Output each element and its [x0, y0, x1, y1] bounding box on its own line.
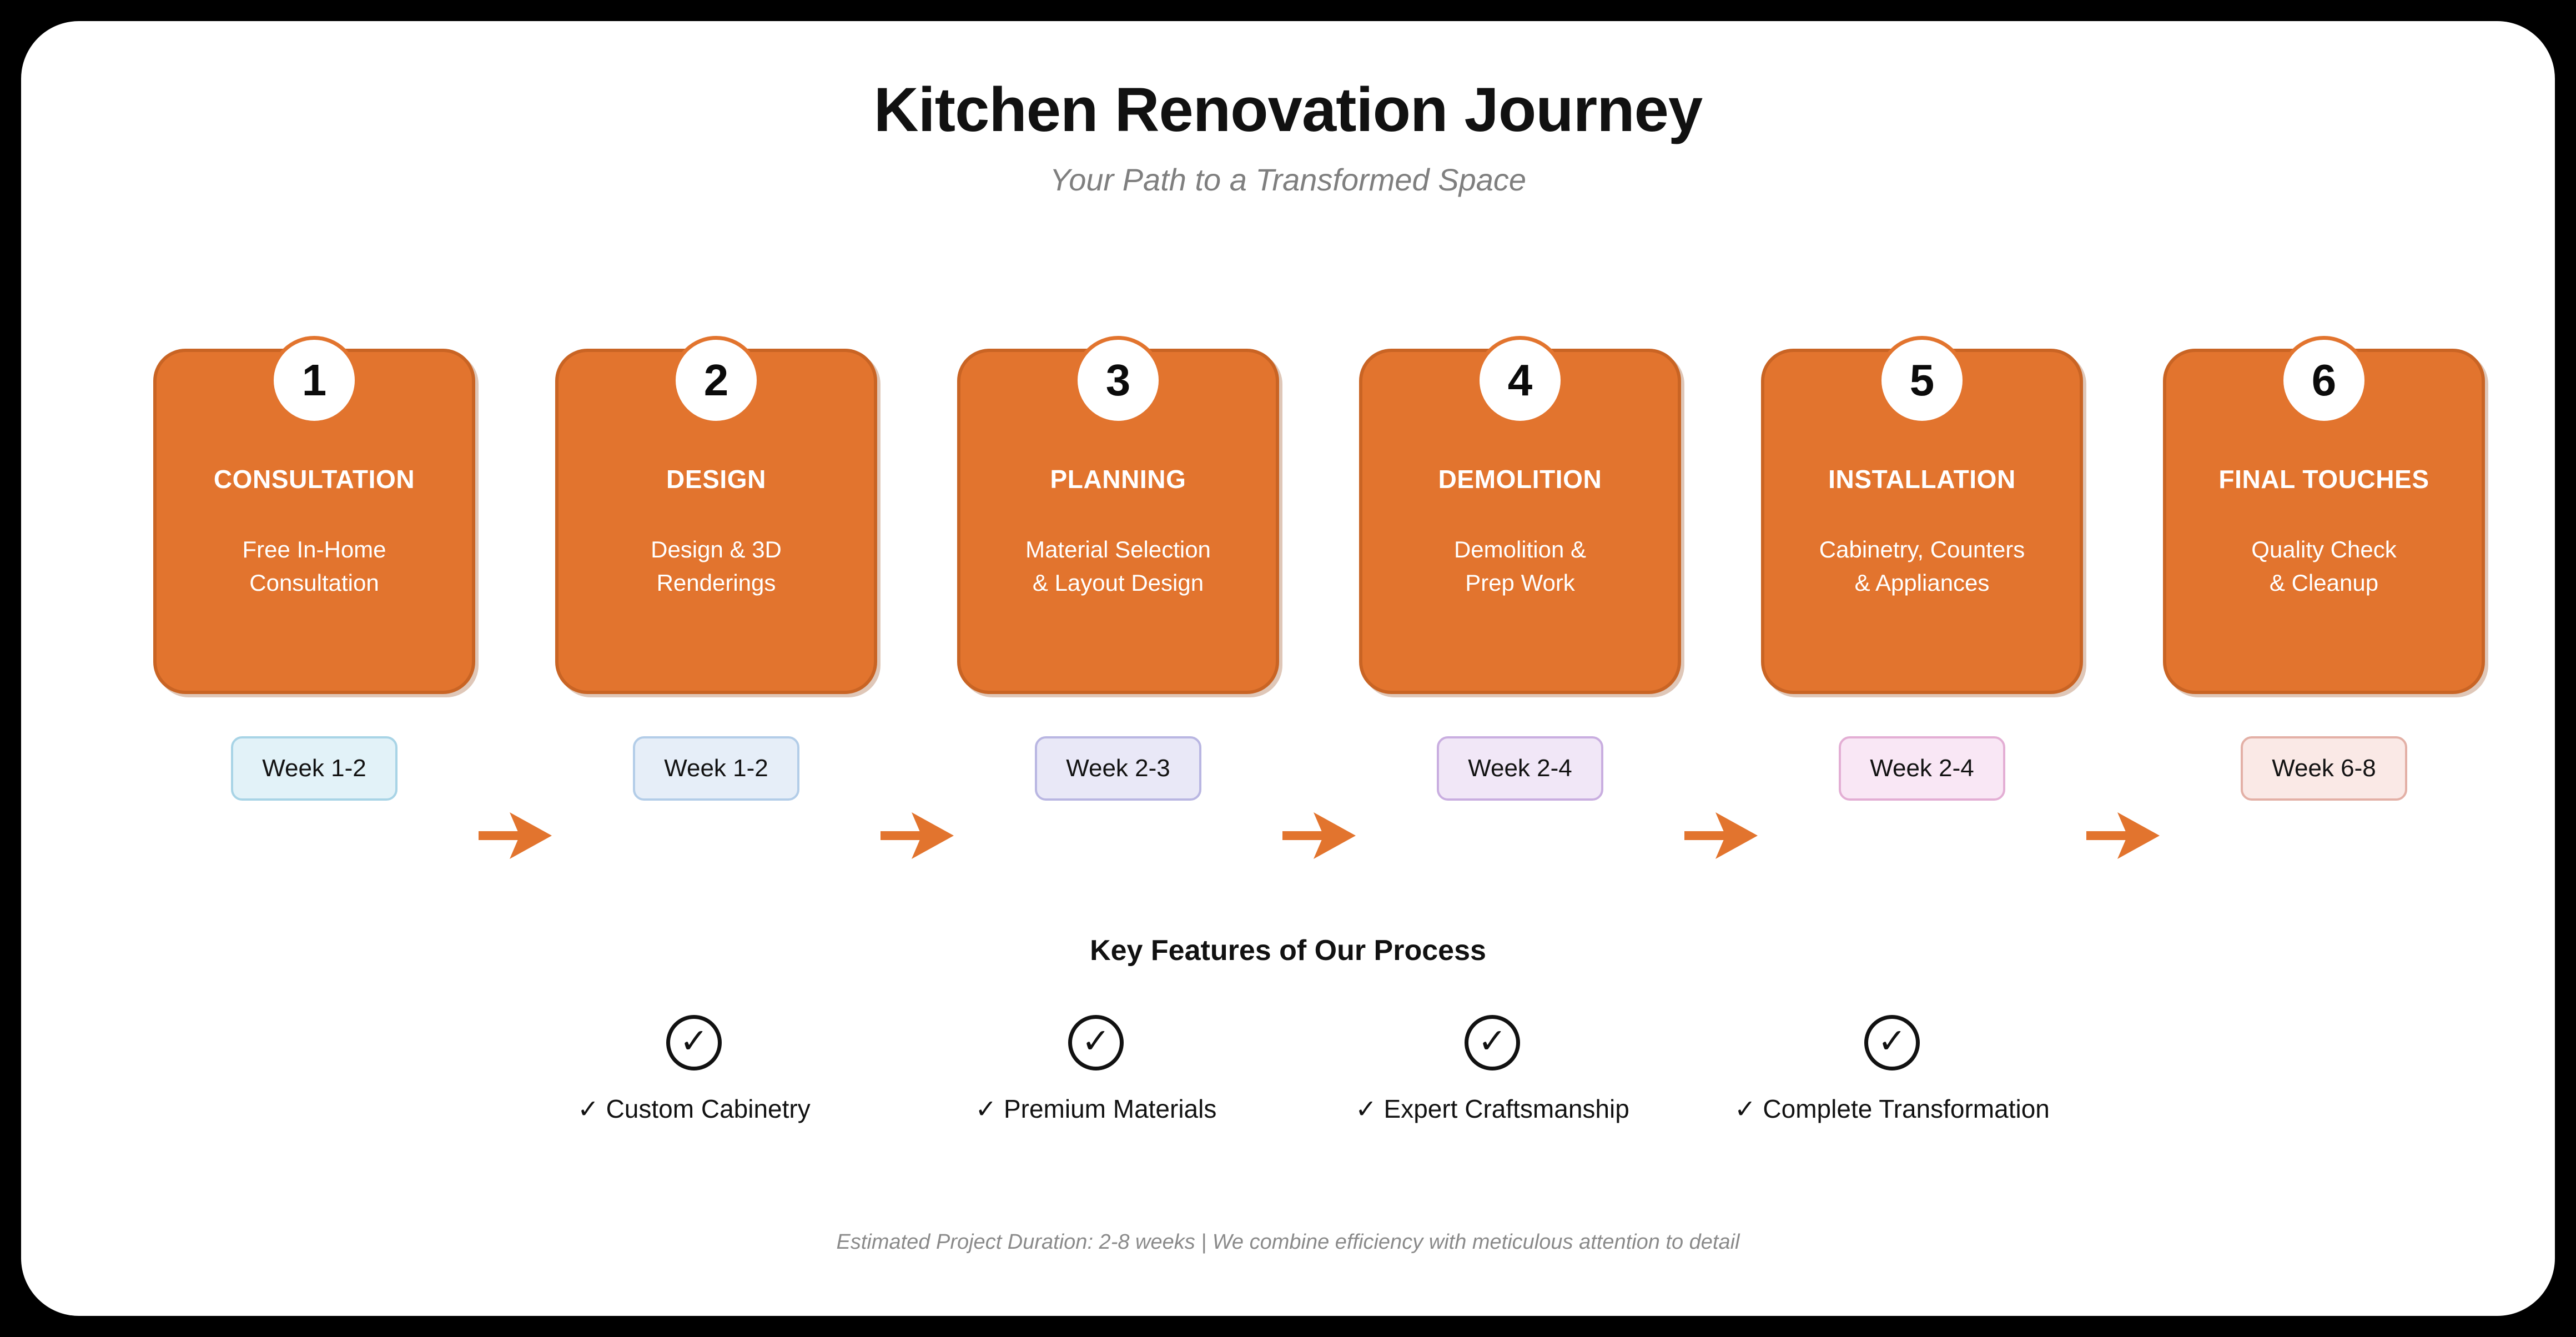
- feature-item: ✓ ✓ Expert Craftsmanship: [1320, 1015, 1664, 1124]
- feature-item: ✓ ✓ Custom Cabinetry: [522, 1015, 866, 1124]
- step-number: 5: [1909, 355, 1935, 405]
- check-glyph: ✓: [1081, 1022, 1110, 1060]
- check-circle-icon: ✓: [666, 1015, 722, 1070]
- step-connector-arrow-icon: [881, 807, 954, 864]
- step-number-badge: 6: [2280, 336, 2368, 425]
- step-number-badge: 3: [1074, 336, 1163, 425]
- step-description: Design & 3D Renderings: [651, 536, 782, 596]
- step-number: 4: [1507, 355, 1533, 405]
- infographic-canvas: Kitchen Renovation Journey Your Path to …: [21, 21, 2555, 1316]
- process-step-6[interactable]: FINAL TOUCHES Quality Check & Cleanup 6: [2163, 336, 2485, 694]
- step-number: 1: [301, 355, 327, 405]
- process-step-5[interactable]: INSTALLATION Cabinetry, Counters & Applia…: [1761, 336, 2083, 694]
- step-description: Cabinetry, Counters & Appliances: [1819, 536, 2025, 596]
- check-glyph: ✓: [1878, 1022, 1906, 1060]
- step-description: Free In-Home Consultation: [242, 536, 386, 596]
- step-number-badge: 1: [270, 336, 359, 425]
- step-number-badge: 5: [1878, 336, 1966, 425]
- step-description: Material Selection & Layout Design: [1025, 536, 1211, 596]
- step-title: CONSULTATION: [213, 465, 415, 494]
- step-title: DEMOLITION: [1438, 465, 1602, 494]
- process-step-1[interactable]: CONSULTATION Free In-Home Consultation 1: [153, 336, 475, 694]
- feature-item: ✓ ✓ Complete Transformation: [1720, 1015, 2064, 1124]
- features-list: ✓✓ Custom Cabinetry✓✓ Premium Materials✓…: [21, 1015, 2555, 1170]
- step-number: 6: [2311, 355, 2337, 405]
- step-title: DESIGN: [666, 465, 766, 494]
- week-badge-step-2: Week 1-2: [633, 736, 799, 801]
- step-number: 2: [703, 355, 729, 405]
- process-step-2[interactable]: DESIGN Design & 3D Renderings 2: [555, 336, 877, 694]
- features-heading: Key Features of Our Process: [1090, 934, 1486, 967]
- step-connector-arrow-icon: [479, 807, 552, 864]
- step-card: INSTALLATION Cabinetry, Counters & Applia…: [1761, 349, 2083, 694]
- feature-label: ✓ Custom Cabinetry: [577, 1094, 811, 1123]
- step-connector-arrow-icon: [2086, 807, 2160, 864]
- check-glyph: ✓: [1478, 1022, 1507, 1060]
- step-title: FINAL TOUCHES: [2218, 465, 2429, 494]
- week-badge-step-6: Week 6-8: [2241, 736, 2407, 801]
- feature-label: ✓ Premium Materials: [975, 1094, 1217, 1123]
- check-circle-icon: ✓: [1465, 1015, 1520, 1070]
- week-badge-step-4: Week 2-4: [1437, 736, 1603, 801]
- feature-item: ✓ ✓ Premium Materials: [924, 1015, 1268, 1124]
- check-glyph: ✓: [680, 1022, 708, 1060]
- step-number: 3: [1105, 355, 1131, 405]
- step-description: Quality Check & Cleanup: [2251, 536, 2397, 596]
- check-circle-icon: ✓: [1864, 1015, 1920, 1070]
- week-badge-step-1: Week 1-2: [231, 736, 398, 801]
- step-connector-arrow-icon: [1282, 807, 1356, 864]
- header: Kitchen Renovation Journey Your Path to …: [21, 76, 2555, 197]
- page-title: Kitchen Renovation Journey: [873, 75, 1703, 144]
- step-description: Demolition & Prep Work: [1453, 536, 1587, 596]
- step-connector-arrow-icon: [1684, 807, 1758, 864]
- step-title: PLANNING: [1050, 465, 1186, 494]
- check-circle-icon: ✓: [1068, 1015, 1124, 1070]
- week-badge-step-5: Week 2-4: [1839, 736, 2005, 801]
- step-card: DESIGN Design & 3D Renderings: [555, 349, 877, 694]
- step-title: INSTALLATION: [1828, 465, 2016, 494]
- feature-label: ✓ Expert Craftsmanship: [1355, 1094, 1629, 1123]
- process-step-4[interactable]: DEMOLITION Demolition & Prep Work 4: [1359, 336, 1681, 694]
- feature-label: ✓ Complete Transformation: [1734, 1094, 2050, 1123]
- process-step-3[interactable]: PLANNING Material Selection & Layout Desi…: [957, 336, 1279, 694]
- footer-note: Estimated Project Duration: 2-8 weeks | …: [836, 1230, 1740, 1254]
- week-badge-step-3: Week 2-3: [1035, 736, 1201, 801]
- week-badges: Week 1-2 Week 1-2 Week 2-3 Week 2-4 Week 2-4…: [21, 736, 2555, 803]
- step-number-badge: 2: [672, 336, 761, 425]
- page-subtitle: Your Path to a Transformed Space: [1049, 162, 1527, 198]
- step-number-badge: 4: [1476, 336, 1564, 425]
